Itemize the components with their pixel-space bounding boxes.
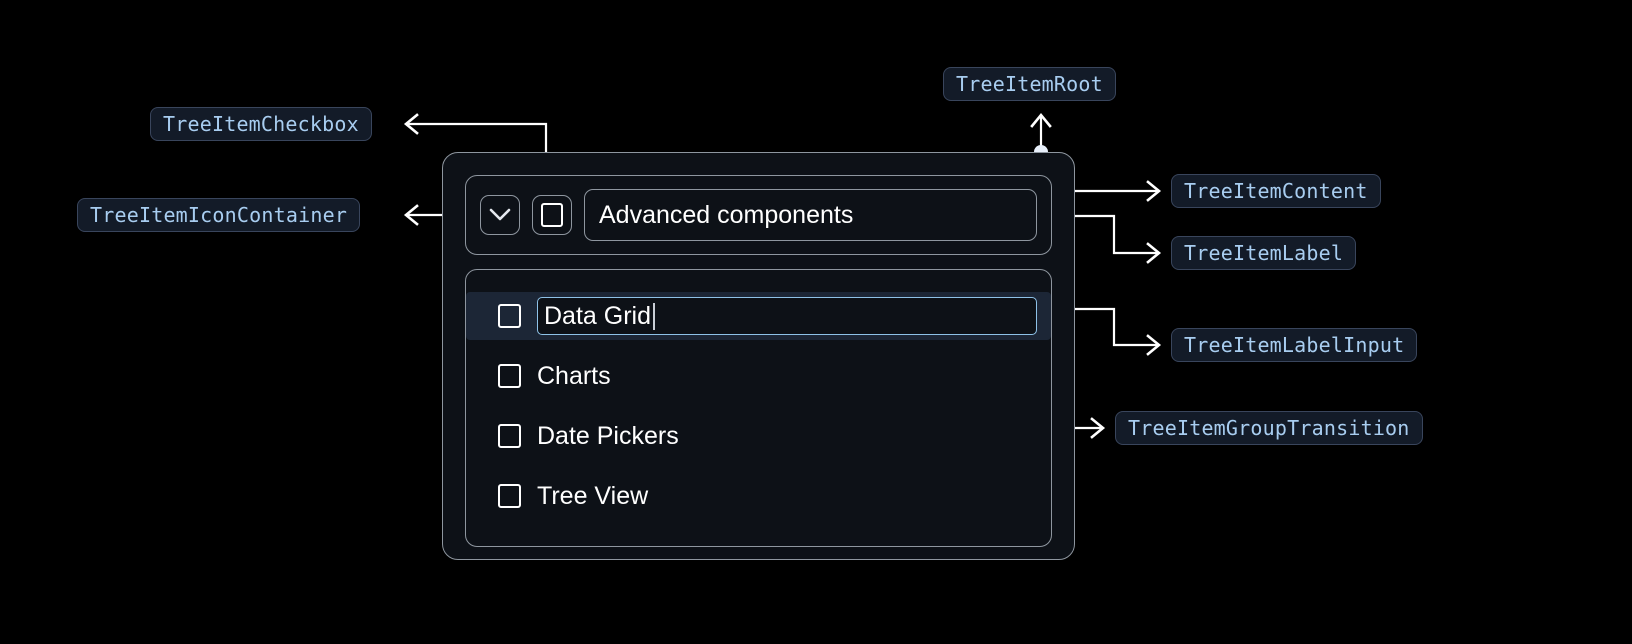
tree-item-icon-container[interactable] <box>480 195 520 235</box>
annotation-tree-item-label[interactable]: TreeItemLabel <box>1171 236 1357 270</box>
tree-item-row[interactable]: Date Pickers <box>466 412 1051 460</box>
tree-item-row[interactable]: Tree View <box>466 472 1051 520</box>
tree-item-label: Charts <box>537 361 611 390</box>
tree-item-label-input[interactable]: Data Grid <box>537 297 1037 335</box>
annotation-tree-item-root[interactable]: TreeItemRoot <box>943 67 1116 101</box>
annotation-tree-item-group-transition[interactable]: TreeItemGroupTransition <box>1115 411 1423 445</box>
tree-item-label[interactable]: Advanced components <box>584 189 1037 241</box>
tree-item-content[interactable]: Advanced components <box>465 175 1052 255</box>
tree-item-label: Date Pickers <box>537 421 679 450</box>
tree-item-checkbox[interactable] <box>498 484 521 508</box>
tree-item-root[interactable]: Advanced components Data Grid Charts Dat… <box>442 152 1075 560</box>
annotation-tree-item-content[interactable]: TreeItemContent <box>1171 174 1381 208</box>
annotation-tree-item-label-input[interactable]: TreeItemLabelInput <box>1171 328 1418 362</box>
tree-item-checkbox[interactable] <box>498 424 521 448</box>
tree-item-checkbox[interactable] <box>532 195 572 235</box>
annotation-tree-item-icon-container[interactable]: TreeItemIconContainer <box>77 198 361 232</box>
chevron-down-icon <box>489 208 511 222</box>
text-caret <box>652 302 655 330</box>
annotation-tree-item-checkbox[interactable]: TreeItemCheckbox <box>150 107 372 141</box>
tree-item-group-transition: Data Grid Charts Date Pickers Tree View <box>465 269 1052 547</box>
checkbox-square-icon <box>541 203 563 227</box>
tree-item-label: Tree View <box>537 481 649 510</box>
tree-item-row[interactable]: Charts <box>466 352 1051 400</box>
tree-item-checkbox[interactable] <box>498 304 521 328</box>
tree-item-checkbox[interactable] <box>498 364 521 388</box>
tree-item-label-input-value: Data Grid <box>544 301 651 330</box>
tree-item-row[interactable]: Data Grid <box>466 292 1051 340</box>
tree-item-label-text: Advanced components <box>599 200 854 229</box>
